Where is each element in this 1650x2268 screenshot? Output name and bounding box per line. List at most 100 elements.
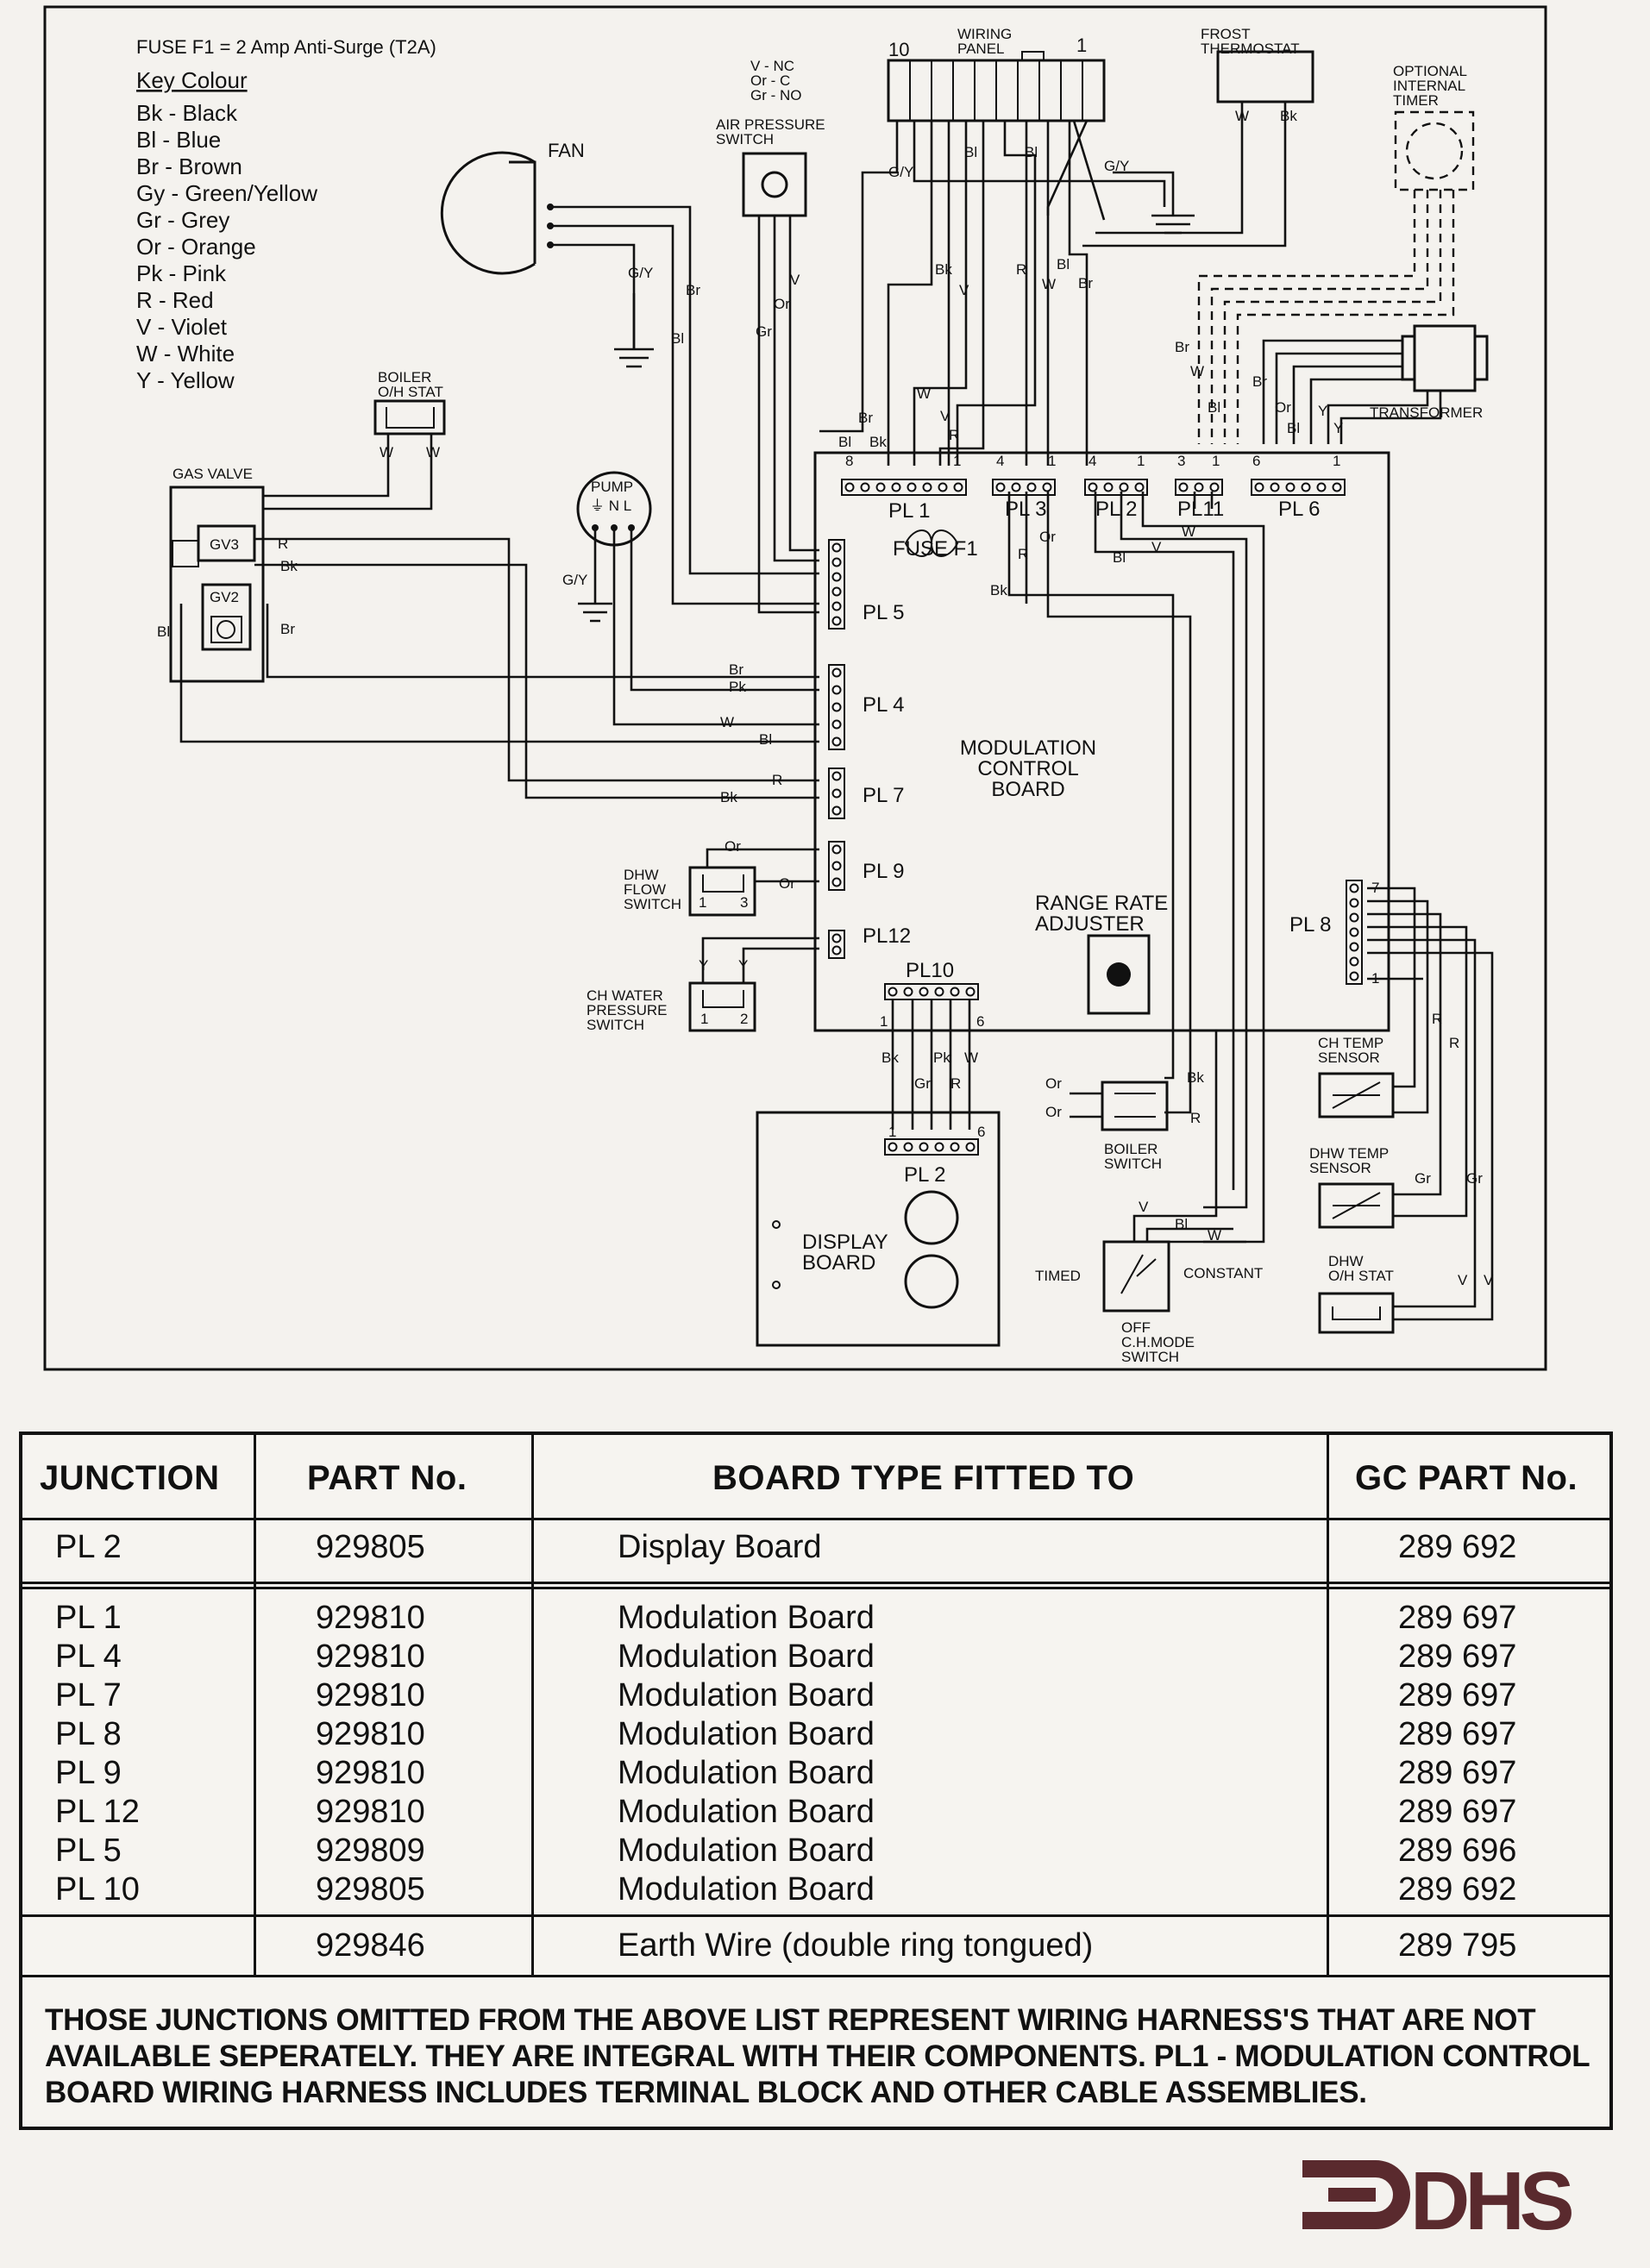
gc-part-cell: 289 692 <box>1398 1871 1517 1908</box>
pl8-gr2: Gr <box>1466 1170 1483 1187</box>
range-rate-adjuster[interactable] <box>1087 934 1151 1015</box>
board-type-cell: Display Board <box>618 1529 822 1565</box>
part-no-cell: 929805 <box>316 1529 425 1565</box>
wp-bk: Bk <box>935 261 952 278</box>
gc-part-cell: 289 697 <box>1398 1716 1517 1752</box>
chw-y1: Y <box>699 957 708 974</box>
pl3-1: 1 <box>1048 453 1056 469</box>
board-type-cell: Modulation Board <box>618 1600 875 1636</box>
dhs-logo: DHS <box>1302 2155 1578 2242</box>
board-type-cell: Modulation Board <box>618 1833 875 1869</box>
header-part-no: PART No. <box>307 1459 467 1497</box>
key-item: V - Violet <box>136 314 228 340</box>
gc-part-cell: 289 697 <box>1398 1677 1517 1714</box>
pl7-connector <box>828 767 845 819</box>
board-type-cell: Modulation Board <box>618 1677 875 1714</box>
pl8-1: 1 <box>1371 970 1379 987</box>
key-item: Bk - Black <box>136 100 238 126</box>
pl3-or: Or <box>1039 529 1056 545</box>
pump-label: PUMP <box>591 479 633 495</box>
pl7-label: PL 7 <box>863 784 904 807</box>
key-item: Y - Yellow <box>136 367 235 393</box>
junction-cell: PL 4 <box>55 1638 122 1675</box>
pl2t-1: 1 <box>1137 453 1145 469</box>
header-gc-part-no: GC PART No. <box>1355 1459 1578 1497</box>
wp-v2: V <box>940 408 950 424</box>
gc-part-cell: 289 696 <box>1398 1833 1517 1869</box>
pl2t-4: 4 <box>1088 453 1096 469</box>
wp-1: 1 <box>1076 34 1087 56</box>
pl8-v2: V <box>1484 1272 1494 1288</box>
logo-text: DHS <box>1410 2155 1572 2242</box>
junction-cell: PL 5 <box>55 1833 122 1869</box>
pl8-v1: V <box>1458 1272 1468 1288</box>
cm-bl: Bl <box>1175 1216 1188 1232</box>
part-no-cell: 929810 <box>316 1600 425 1636</box>
gc-part-cell: 289 795 <box>1398 1927 1517 1964</box>
gc-part-cell: 289 697 <box>1398 1755 1517 1791</box>
pl6-connector <box>1251 479 1346 496</box>
board-type-cell: Modulation Board <box>618 1755 875 1791</box>
pump-gy: G/Y <box>562 572 587 588</box>
diagram-frame <box>43 5 1547 1371</box>
junction-cell: PL 7 <box>55 1677 122 1714</box>
timed-label: TIMED <box>1035 1268 1081 1284</box>
key-item: Or - Orange <box>136 234 256 260</box>
pl8-7: 7 <box>1371 880 1379 896</box>
tr-or: Or <box>1275 399 1291 416</box>
header-board-type: BOARD TYPE FITTED TO <box>712 1459 1135 1497</box>
pl5-label: PL 5 <box>863 601 904 624</box>
dhw-flow-3: 3 <box>740 894 748 911</box>
fan-label: FAN <box>548 140 585 161</box>
pl5-connector <box>828 539 845 630</box>
chw-2: 2 <box>740 1011 748 1027</box>
pl2d-6: 6 <box>977 1124 985 1140</box>
timer-w: W <box>1190 363 1204 379</box>
part-no-cell: 929805 <box>316 1871 425 1908</box>
board-type-cell: Modulation Board <box>618 1871 875 1908</box>
junction-cell: PL 10 <box>55 1871 140 1908</box>
timer-br: Br <box>1175 339 1189 355</box>
wp-br: Br <box>1078 275 1093 291</box>
tr-y1: Y <box>1318 403 1327 419</box>
part-no-cell: 929810 <box>316 1716 425 1752</box>
wp-br2: Br <box>858 410 873 426</box>
pl10-gr: Gr <box>914 1075 931 1092</box>
fuse-f1-label: FUSE F1 <box>893 537 978 561</box>
wp-bl4: Bl <box>838 434 851 450</box>
key-item: Gr - Grey <box>136 207 229 233</box>
pl11-1: 1 <box>1212 453 1220 469</box>
pl3-connector <box>992 479 1056 496</box>
header-junction: JUNCTION <box>40 1459 220 1497</box>
pl1-label: PL 1 <box>888 499 930 523</box>
wp-r2: R <box>949 427 959 443</box>
pl1-8: 8 <box>845 453 853 469</box>
pl7-r: R <box>772 772 782 788</box>
constant-label: CONSTANT <box>1183 1265 1263 1281</box>
tr-y2: Y <box>1333 420 1343 436</box>
cm-v: V <box>1139 1199 1149 1215</box>
pl3-4: 4 <box>996 453 1004 469</box>
key-item: W - White <box>136 341 235 367</box>
gv2-label: GV2 <box>210 589 239 605</box>
key-item: Gy - Green/Yellow <box>136 180 317 206</box>
tr-br: Br <box>1252 373 1267 390</box>
bs-or1: Or <box>1045 1075 1062 1092</box>
pl8-connector <box>1346 880 1363 985</box>
parts-table: JUNCTION PART No. BOARD TYPE FITTED TO G… <box>19 1432 1613 2130</box>
part-no-cell: 929810 <box>316 1794 425 1830</box>
